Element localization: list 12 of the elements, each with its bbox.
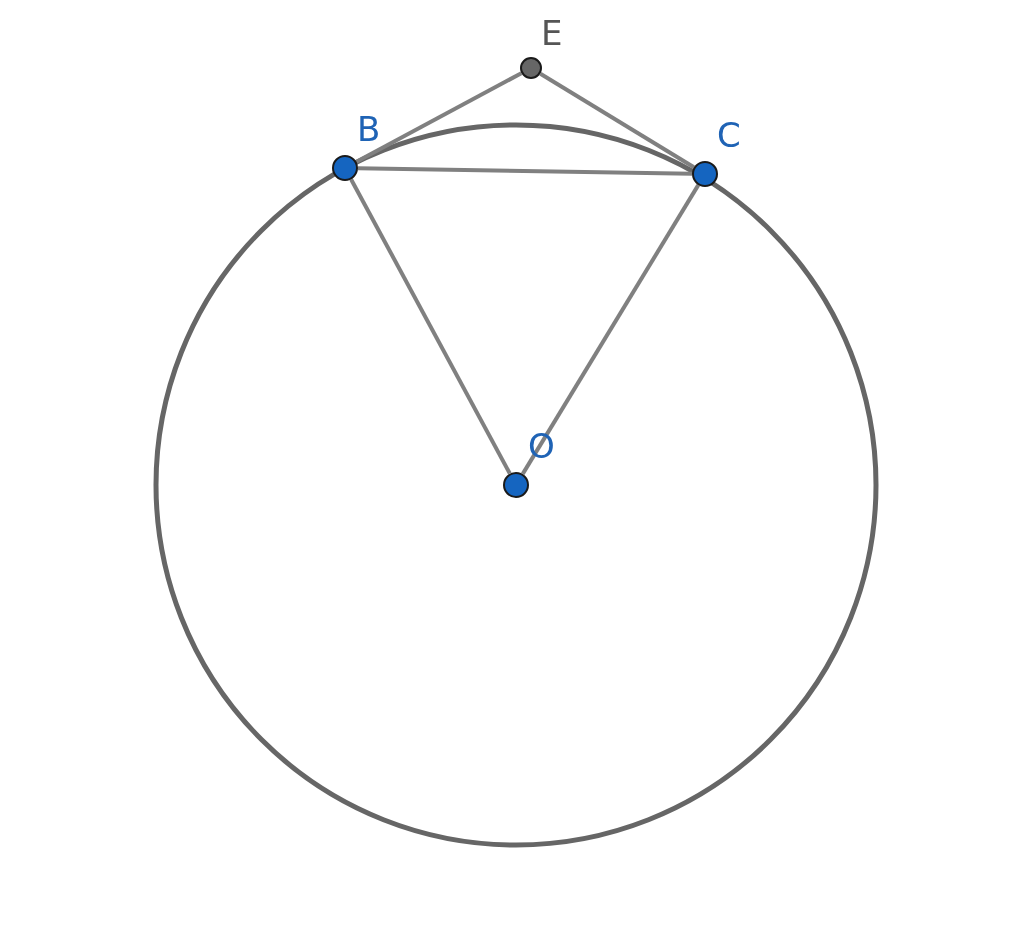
- point-marker: [520, 57, 542, 79]
- point-marker: [332, 155, 358, 181]
- line-segment: [521, 184, 700, 475]
- point-label: E: [541, 16, 563, 50]
- line-segment: [357, 166, 693, 176]
- line-segment: [349, 178, 512, 475]
- point-label: C: [717, 118, 741, 152]
- point-label: B: [357, 112, 381, 146]
- point-marker: [503, 472, 529, 498]
- point-marker: [692, 161, 718, 187]
- line-segment: [355, 71, 523, 164]
- line-segment: [539, 72, 695, 169]
